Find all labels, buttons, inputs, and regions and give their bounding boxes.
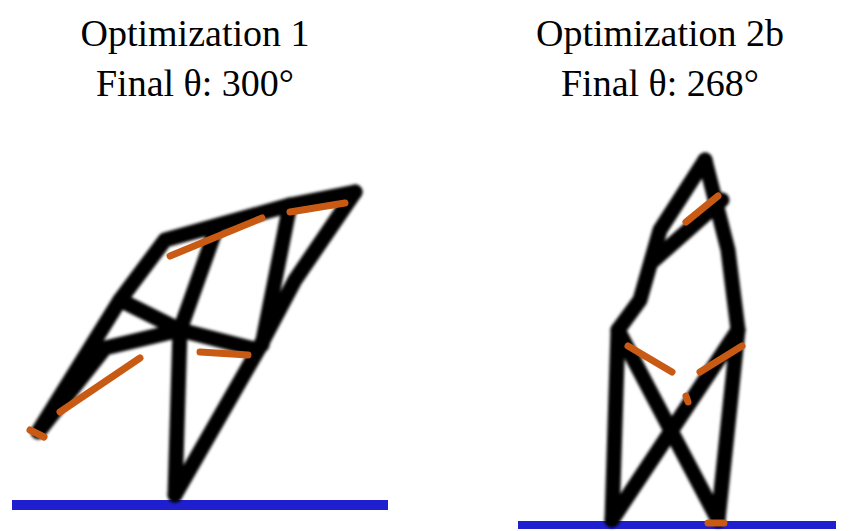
panel-title: Optimization 2b	[536, 14, 784, 52]
angle-label: Final θ: 300°	[96, 64, 294, 102]
truss-left	[38, 192, 355, 495]
truss-right	[612, 160, 738, 520]
highlight-right	[628, 196, 742, 523]
angle-label: Final θ: 268°	[561, 64, 759, 102]
highlight-left	[30, 203, 345, 437]
ground-plate	[518, 521, 836, 529]
ground-plate	[12, 500, 388, 510]
panel-title: Optimization 1	[80, 14, 309, 52]
